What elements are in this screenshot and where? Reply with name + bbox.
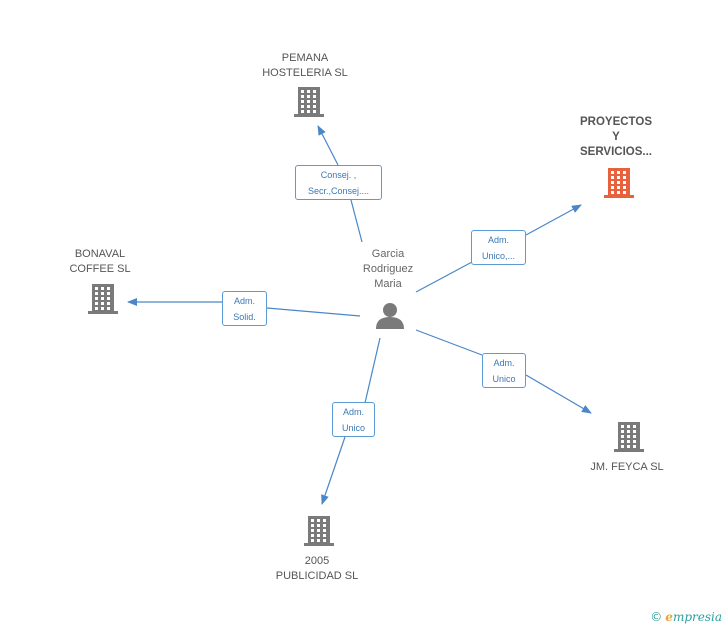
- building-icon[interactable]: [294, 87, 324, 117]
- building-icon[interactable]: [604, 168, 634, 198]
- edge-label-line: Adm.: [342, 407, 364, 417]
- person-label-line: Rodriguez: [362, 263, 414, 275]
- building-icon[interactable]: [304, 516, 334, 546]
- edge-label-line: Unico: [341, 423, 365, 433]
- brand-logo: ©empresia: [650, 610, 722, 624]
- company-label-line: PEMANA: [281, 52, 329, 64]
- edge-label-line: Secr.,Consej....: [307, 186, 370, 196]
- building-icon[interactable]: [614, 422, 644, 452]
- person-icon[interactable]: [376, 303, 404, 329]
- edge-label-bonaval[interactable]: Adm. Solid.: [222, 291, 267, 326]
- brand-name: mpresia: [672, 610, 722, 624]
- copyright-symbol: ©: [650, 610, 663, 624]
- company-label-jm-feyca[interactable]: JM. FEYCA SL: [590, 460, 663, 475]
- company-label-line: PUBLICIDAD SL: [275, 570, 359, 582]
- person-label-line: Maria: [374, 278, 402, 290]
- building-icon[interactable]: [88, 284, 118, 314]
- company-label-line: JM. FEYCA SL: [590, 461, 664, 473]
- company-label-line: SERVICIOS...: [579, 146, 653, 158]
- company-label-pemana[interactable]: PEMANA HOSTELERIA SL: [262, 51, 348, 81]
- edge-label-2005[interactable]: Adm. Unico: [332, 402, 375, 437]
- edge-label-line: Adm.: [487, 235, 509, 245]
- company-label-bonaval[interactable]: BONAVAL COFFEE SL: [69, 247, 130, 277]
- company-label-line: Y: [612, 131, 620, 143]
- company-label-line: BONAVAL: [74, 248, 126, 260]
- edge-label-line: Unico,...: [481, 251, 515, 261]
- edge-label-line: Adm.: [493, 358, 515, 368]
- company-label-line: 2005: [304, 555, 330, 567]
- edge-2005: [322, 337, 381, 504]
- edge-label-jm-feyca[interactable]: Adm. Unico: [482, 353, 526, 388]
- company-label-proyectos[interactable]: PROYECTOS Y SERVICIOS...: [580, 115, 652, 160]
- edge-label-line: Unico: [492, 374, 516, 384]
- edge-proyectos: [415, 205, 581, 293]
- brand-e: e: [665, 610, 673, 624]
- edge-label-line: Adm.: [233, 296, 255, 306]
- company-label-line: PROYECTOS: [579, 116, 652, 128]
- company-label-line: HOSTELERIA SL: [262, 67, 348, 79]
- company-label-line: COFFEE SL: [69, 263, 131, 275]
- edge-label-line: Consej. ,: [320, 170, 357, 180]
- person-label-line: Garcia: [371, 248, 405, 260]
- edge-label-line: Solid.: [233, 312, 256, 322]
- edge-bonaval: [128, 302, 361, 317]
- edge-pemana: [318, 126, 363, 243]
- edge-label-proyectos[interactable]: Adm. Unico,...: [471, 230, 526, 265]
- edge-jm-feyca: [415, 329, 591, 413]
- edge-label-pemana[interactable]: Consej. , Secr.,Consej....: [295, 165, 382, 200]
